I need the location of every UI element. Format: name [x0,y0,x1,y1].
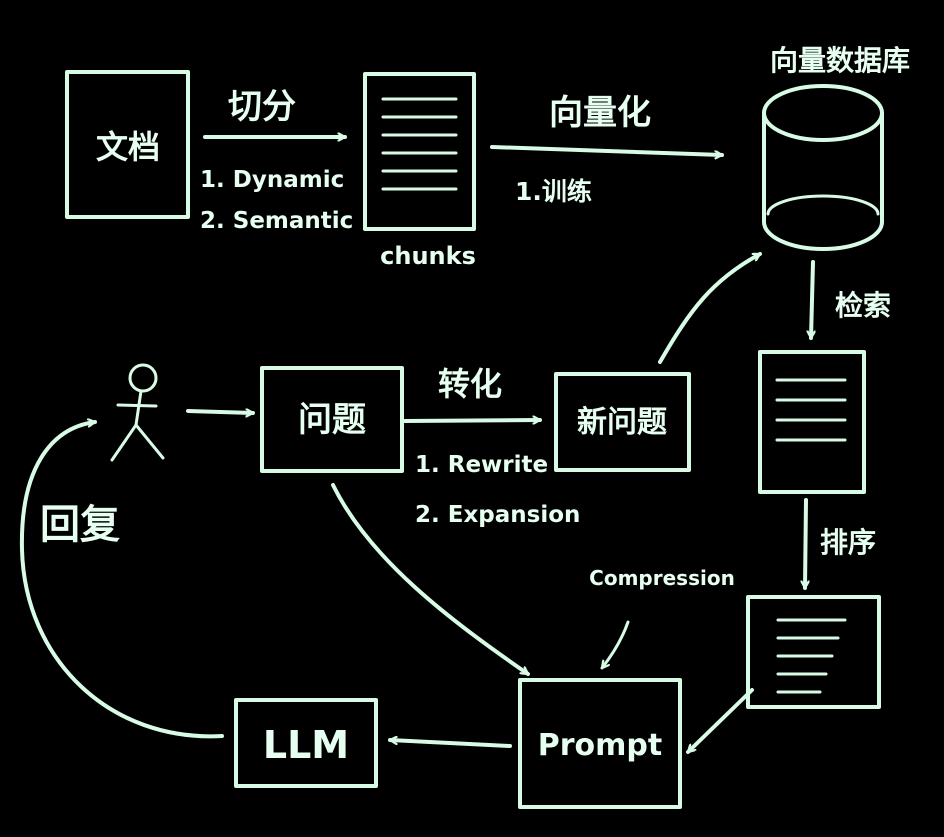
vectorize-item-1: 1.训练 [515,177,592,206]
prompt-label: Prompt [538,728,662,763]
transform-item-1: 1. Rewrite [415,452,548,478]
split-label: 切分 [228,87,296,127]
new-question-node: 新问题 [554,372,691,472]
document-label: 文档 [96,128,160,166]
rank-edge: 排序 [805,498,876,590]
ranked-docs-node [746,595,881,709]
retrieve-edge: 检索 [811,260,891,340]
vectorize-label: 向量化 [549,93,651,133]
transform-edge: 转化 1. Rewrite 2. Expansion [403,365,580,528]
prompt-to-llm-arrow [388,740,512,748]
chunks-node: chunks [363,72,476,270]
transform-label: 转化 [438,365,502,403]
retrieved-docs-node [758,350,866,494]
question-label: 问题 [298,400,366,440]
user-to-question-arrow [186,411,255,413]
reply-label: 回复 [40,502,120,548]
question-node: 问题 [260,366,404,473]
split-item-2: 2. Semantic [200,208,353,234]
reply-edge: 回复 [19,422,224,739]
split-edge: 切分 1. Dynamic 2. Semantic [200,87,353,234]
llm-node: LLM [234,698,378,788]
retrieve-label: 检索 [835,289,891,322]
chunks-label: chunks [380,242,476,270]
vectorize-edge: 向量化 1.训练 [490,93,724,206]
compression-edge: Compression [589,566,735,670]
document-node: 文档 [65,70,190,219]
compression-label: Compression [589,566,735,590]
llm-label: LLM [263,723,349,767]
new-question-label: 新问题 [577,405,667,440]
vector-db-label: 向量数据库 [770,44,910,77]
question-to-prompt-arrow [331,483,530,676]
new-question-to-db-arrow [658,252,762,364]
user-stick-figure [110,363,165,462]
split-item-1: 1. Dynamic [200,167,344,193]
ranked-to-prompt-arrow [686,688,754,754]
vector-db-node: 向量数据库 [762,44,910,251]
prompt-node: Prompt [518,678,682,809]
transform-item-2: 2. Expansion [415,502,580,528]
rank-label: 排序 [820,526,876,559]
